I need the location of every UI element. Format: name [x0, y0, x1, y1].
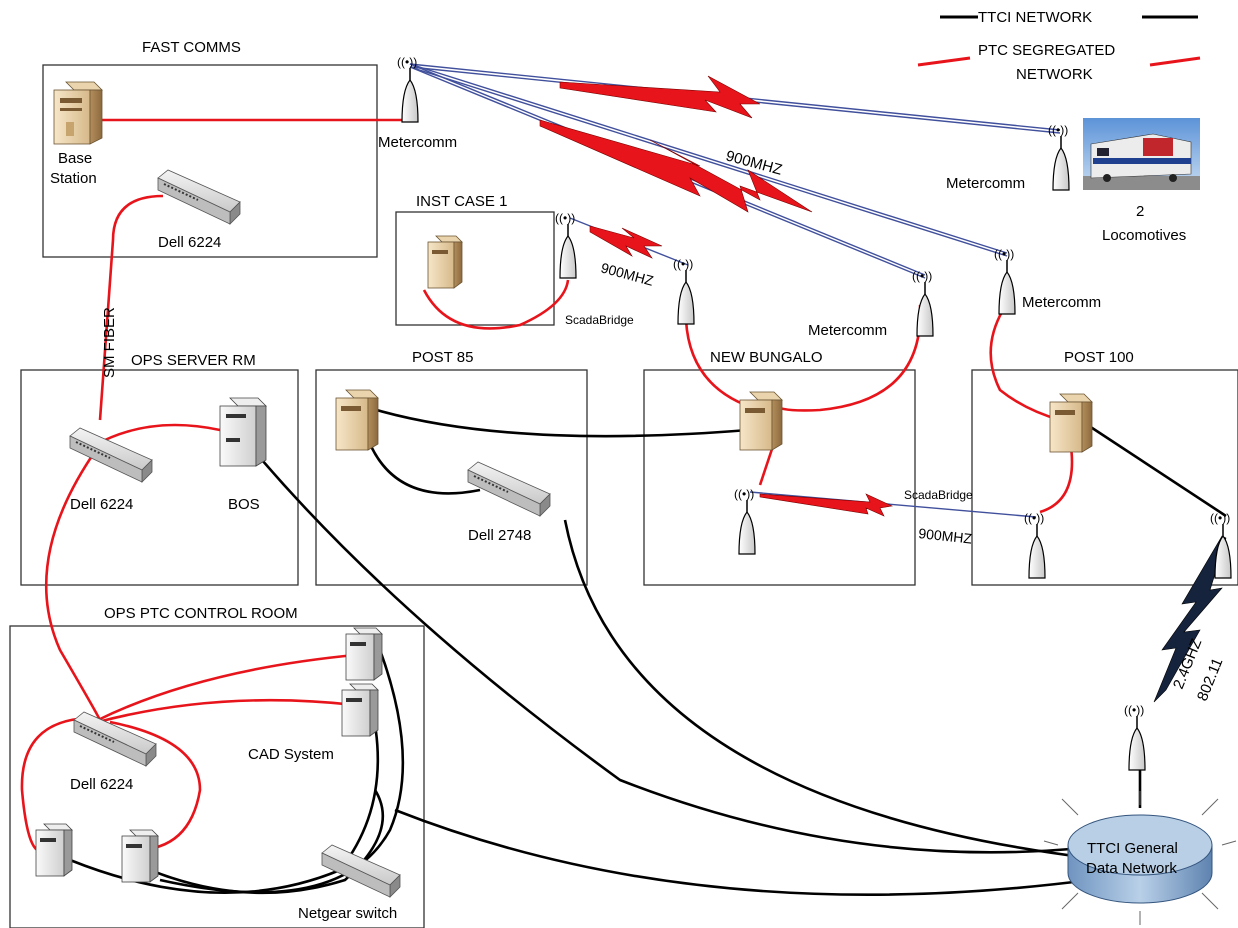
room-title-new-bungalo: NEW BUNGALO — [710, 349, 823, 366]
mhz-bottom-label: 900MHZ — [918, 525, 974, 547]
ghz-label-line2: 802.11 — [1194, 656, 1227, 704]
mhz-inst-label: 900MHZ — [599, 259, 655, 288]
room-title-inst-case: INST CASE 1 — [416, 193, 507, 210]
inst-case-server-icon — [428, 236, 462, 288]
room-title-post100: POST 100 — [1064, 349, 1134, 366]
bos-label: BOS — [228, 496, 260, 513]
svg-text:((•)): ((•)) — [1124, 703, 1144, 717]
lightning-bolt-inst — [590, 226, 662, 258]
antenna-inst-far-icon: ((•)) — [673, 257, 694, 324]
sm-fiber-label: SM FIBER — [101, 307, 118, 378]
room-title-fast-comms: FAST COMMS — [142, 39, 241, 56]
base-station-label-line2: Station — [50, 170, 97, 187]
control-server-mid-icon — [122, 830, 158, 882]
legend-ptc-line-left — [918, 58, 970, 65]
cad-system-server-icon — [342, 684, 378, 736]
svg-text:((•)): ((•)) — [555, 211, 575, 225]
antenna-bungalo-icon: ((•)) — [912, 269, 933, 336]
legend-ptc-label-line2: NETWORK — [1016, 66, 1093, 83]
post100-server-icon — [1050, 394, 1092, 452]
new-bungalo-server-icon — [740, 392, 782, 450]
metercomm-post100-label: Metercomm — [1022, 294, 1101, 311]
scada-inst-label: ScadaBridge — [565, 313, 634, 327]
svg-text:((•)): ((•)) — [912, 269, 932, 283]
dell-2748-label: Dell 2748 — [468, 527, 531, 544]
svg-text:((•)): ((•)) — [994, 247, 1014, 261]
svg-text:((•)): ((•)) — [1048, 123, 1068, 137]
room-title-ops-ptc: OPS PTC CONTROL ROOM — [104, 605, 298, 622]
dell-server-label: Dell 6224 — [70, 496, 133, 513]
antenna-inst-icon: ((•)) — [555, 211, 576, 278]
antenna-loco-icon: ((•)) — [1048, 123, 1069, 190]
metercomm-loco-label: Metercomm — [946, 175, 1025, 192]
legend-ptc-label-line1: PTC SEGREGATED — [978, 42, 1115, 59]
base-station-server-icon — [54, 82, 102, 144]
base-station-label-line1: Base — [58, 150, 92, 167]
ttci-network-label-line1: TTCI General — [1087, 840, 1178, 857]
locomotive-image — [1083, 118, 1200, 190]
control-server-left-icon — [36, 824, 72, 876]
inst-case-box — [396, 212, 554, 325]
metercomm-top-label: Metercomm — [378, 134, 457, 151]
dell-control-label: Dell 6224 — [70, 776, 133, 793]
antenna-post100-icon: ((•)) — [994, 247, 1015, 314]
metercomm-bungalo-label: Metercomm — [808, 322, 887, 339]
cad-system-label: CAD System — [248, 746, 334, 763]
svg-text:((•)): ((•)) — [397, 55, 417, 69]
dell-fast-label: Dell 6224 — [158, 234, 221, 251]
post85-server-icon — [336, 390, 378, 450]
netgear-label: Netgear switch — [298, 905, 397, 922]
svg-text:((•)): ((•)) — [1210, 511, 1230, 525]
room-title-ops-server: OPS SERVER RM — [131, 352, 256, 369]
scada-bottom-label: ScadaBridge — [904, 488, 973, 502]
locomotives-label-line2: Locomotives — [1102, 227, 1186, 244]
ttci-data-network-icon — [1044, 791, 1236, 925]
legend-ptc-line-right — [1150, 58, 1200, 65]
svg-text:((•)): ((•)) — [734, 487, 754, 501]
post100-box — [972, 370, 1238, 585]
bos-server-icon — [220, 398, 266, 466]
locomotives-label-line1: 2 — [1136, 203, 1144, 220]
room-title-post85: POST 85 — [412, 349, 473, 366]
svg-text:((•)): ((•)) — [673, 257, 693, 271]
ttci-network-label-line2: Data Network — [1086, 860, 1177, 877]
control-server-top-icon — [346, 628, 382, 680]
legend-ttci-label: TTCI NETWORK — [978, 9, 1092, 26]
antenna-wifi-icon: ((•)) — [1124, 703, 1145, 770]
svg-text:((•)): ((•)) — [1024, 511, 1044, 525]
antenna-main-icon: ((•)) — [397, 55, 418, 122]
